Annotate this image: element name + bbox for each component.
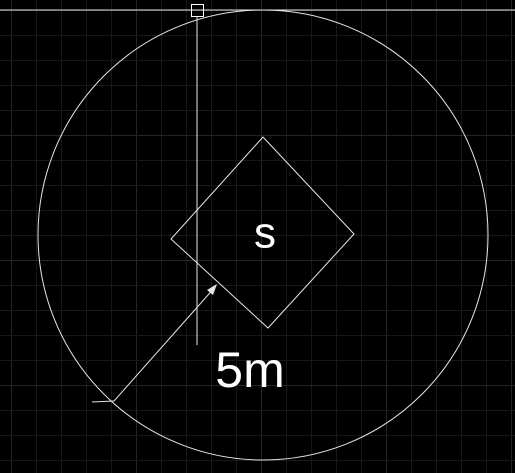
dimension-leader-tail — [91, 400, 115, 403]
dimension-arrowhead — [207, 284, 217, 295]
dimension-label: 5m — [215, 342, 284, 398]
dimension-line — [113, 285, 217, 402]
square-label: s — [254, 209, 276, 258]
radius-dimension[interactable] — [91, 284, 217, 403]
square-shape[interactable] — [170, 136, 355, 329]
radius-circle[interactable] — [37, 9, 489, 461]
